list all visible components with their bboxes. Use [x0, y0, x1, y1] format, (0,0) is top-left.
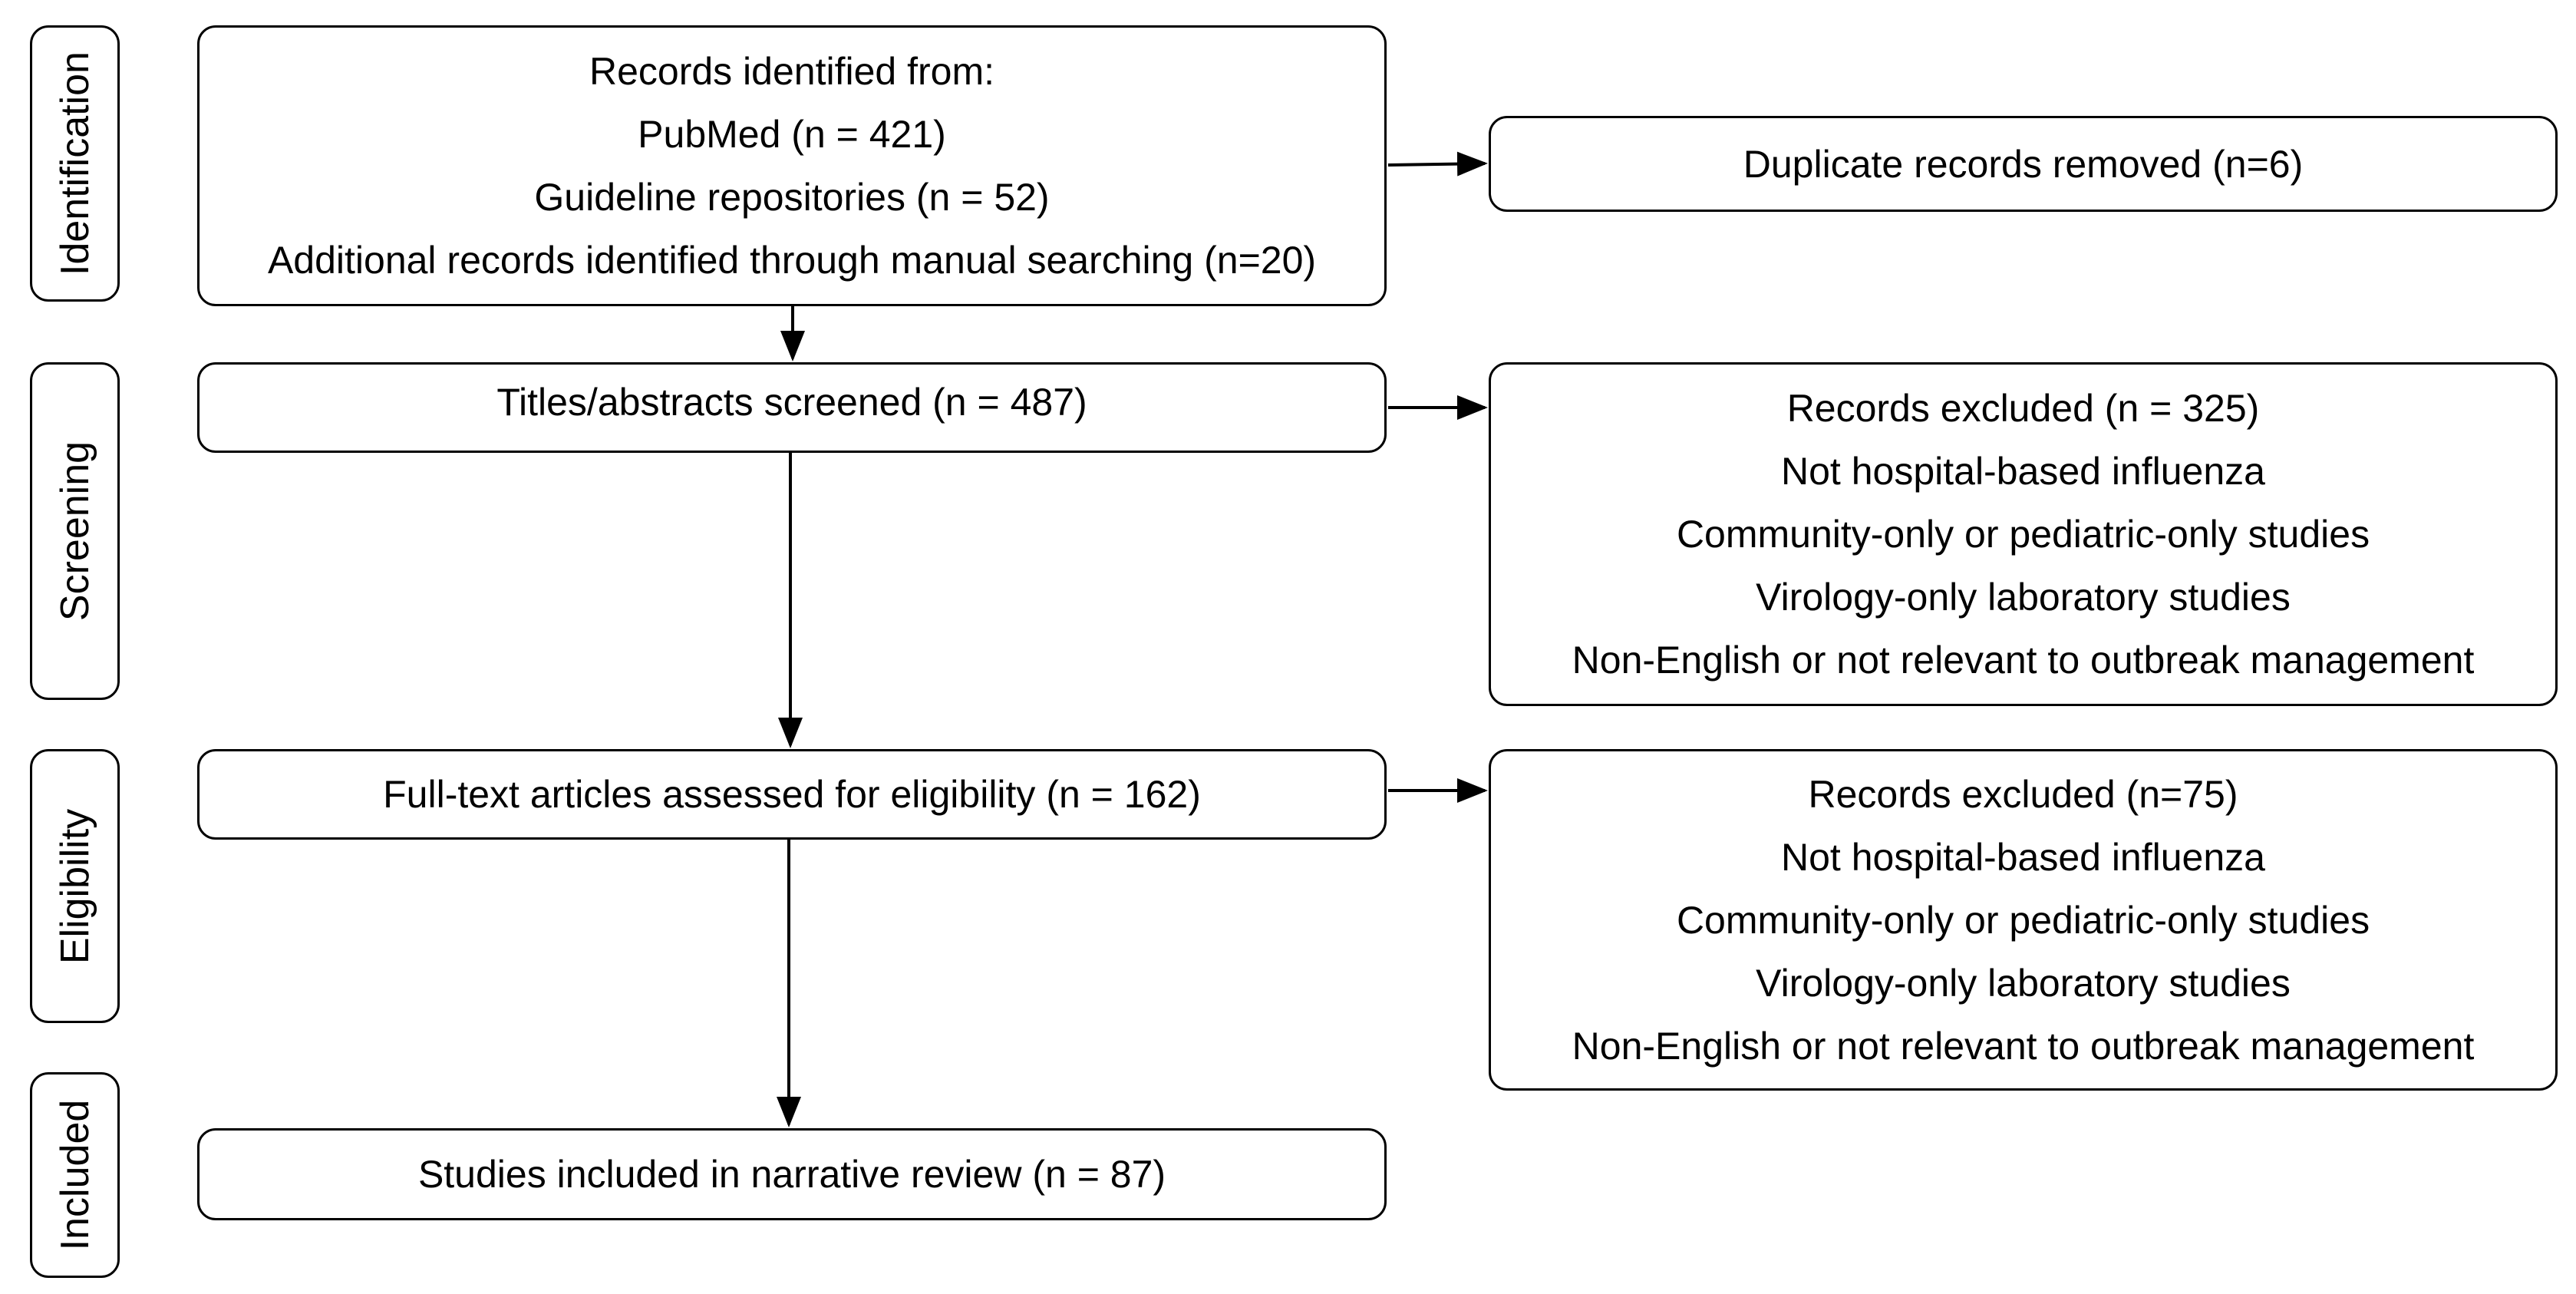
eligibility-line: Full-text articles assessed for eligibil…: [383, 773, 1201, 816]
eligibility-exclusion-line: Community-only or pediatric-only studies: [1676, 898, 2370, 942]
screening-exclusion-line: Community-only or pediatric-only studies: [1676, 513, 2370, 556]
included-line: Studies included in narrative review (n …: [417, 1153, 1166, 1196]
eligibility-box: Full-text articles assessed for eligibil…: [197, 749, 1387, 840]
phase-eligibility: Eligibility: [30, 749, 120, 1023]
phase-included: Included: [30, 1072, 120, 1278]
eligibility-exclusions-box: Records excluded (n=75) Not hospital-bas…: [1489, 749, 2558, 1091]
screening-exclusion-line: Records excluded (n = 325): [1786, 387, 2260, 430]
identification-line: Records identified from:: [589, 50, 994, 93]
eligibility-exclusion-line: Records excluded (n=75): [1808, 772, 2238, 816]
phase-label-identification: Identification: [52, 51, 97, 276]
eligibility-exclusion-line: Virology-only laboratory studies: [1756, 961, 2291, 1005]
phase-label-eligibility: Eligibility: [52, 808, 97, 964]
phase-identification: Identification: [30, 25, 120, 302]
identification-line: PubMed (n = 421): [638, 113, 946, 156]
screening-box: Titles/abstracts screened (n = 487): [197, 362, 1387, 453]
screening-exclusion-line: Not hospital-based influenza: [1781, 450, 2265, 493]
phase-label-included: Included: [52, 1099, 97, 1251]
screening-exclusion-line: Virology-only laboratory studies: [1756, 576, 2291, 619]
duplicates-line: Duplicate records removed (n=6): [1743, 142, 2304, 186]
identification-box: Records identified from: PubMed (n = 421…: [197, 25, 1387, 306]
phase-label-screening: Screening: [52, 441, 97, 622]
eligibility-exclusion-line: Non-English or not relevant to outbreak …: [1572, 1024, 2475, 1068]
screening-exclusion-line: Non-English or not relevant to outbreak …: [1572, 639, 2475, 682]
phase-screening: Screening: [30, 362, 120, 700]
screening-line: Titles/abstracts screened (n = 487): [496, 381, 1087, 424]
duplicates-box: Duplicate records removed (n=6): [1489, 116, 2558, 212]
eligibility-exclusion-line: Not hospital-based influenza: [1781, 835, 2265, 879]
identification-line: Additional records identified through ma…: [267, 239, 1317, 282]
arrow-identification-to-duplicates: [1387, 151, 1488, 177]
identification-line: Guideline repositories (n = 52): [534, 176, 1050, 219]
included-box: Studies included in narrative review (n …: [197, 1128, 1387, 1220]
screening-exclusions-box: Records excluded (n = 325) Not hospital-…: [1489, 362, 2558, 706]
